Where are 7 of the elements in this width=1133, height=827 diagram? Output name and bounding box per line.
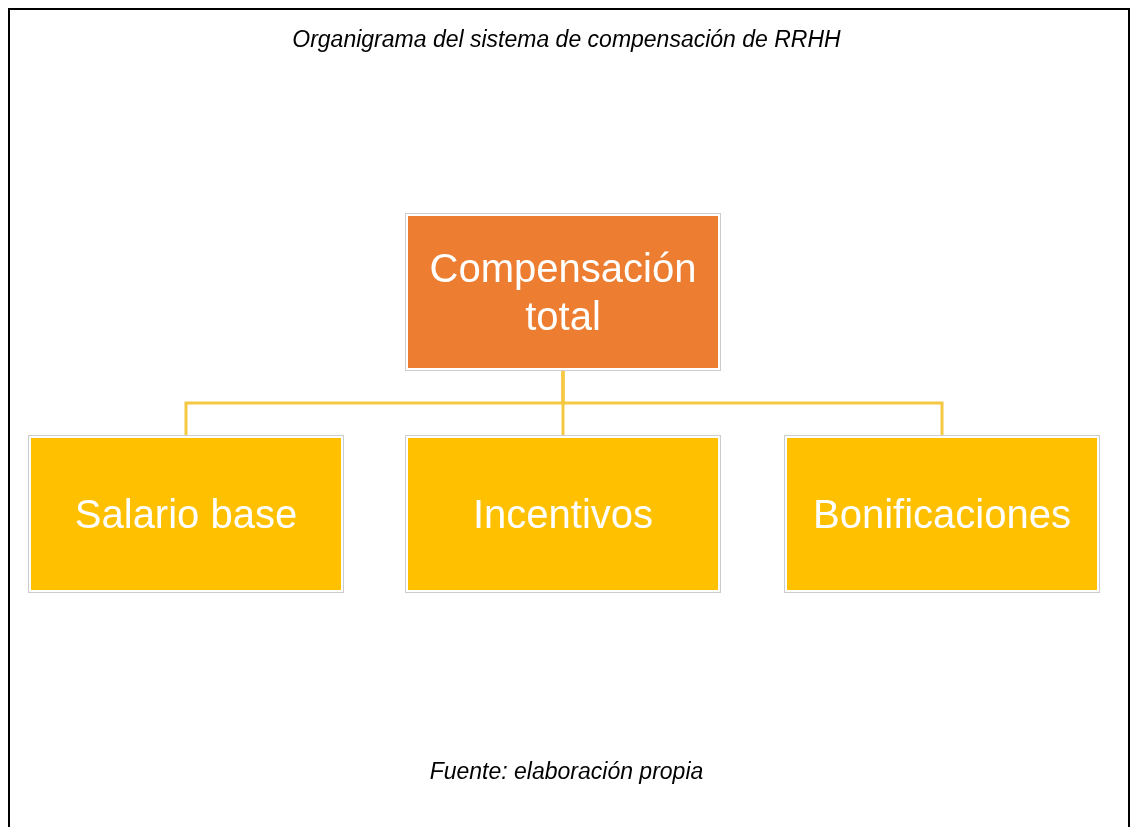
root-box: Compensación total: [406, 214, 720, 370]
diagram-title: Organigrama del sistema de compensación de RRHH: [292, 26, 841, 52]
connector-line: [561, 370, 944, 436]
category-box: Incentivos: [406, 436, 720, 592]
source-caption: Fuente: elaboración propia: [429, 758, 704, 784]
category-box: Salario base: [29, 436, 343, 592]
category-box: Bonificaciones: [785, 436, 1099, 592]
